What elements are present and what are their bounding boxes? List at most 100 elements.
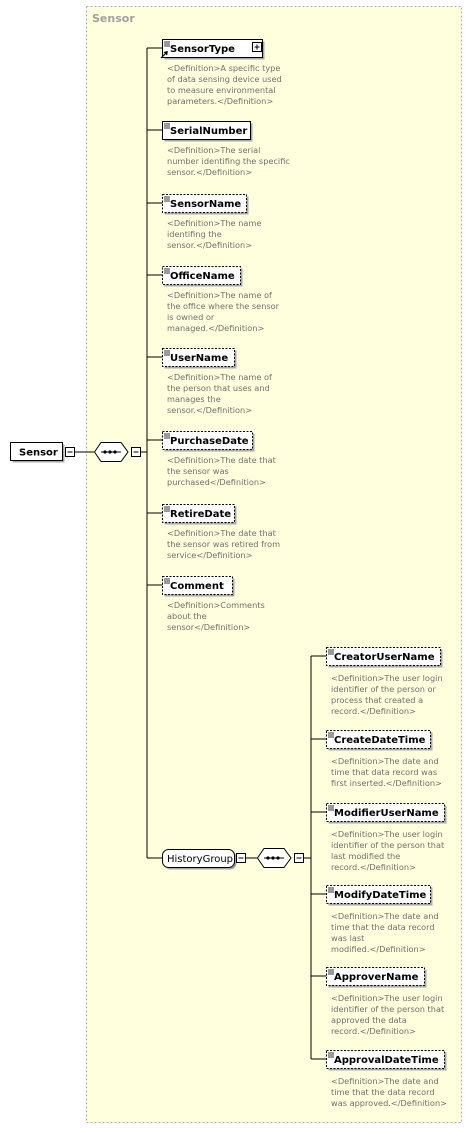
definition-line: sensor.</Definition> [167, 240, 252, 250]
element-serialnumber[interactable]: SerialNumber [162, 121, 253, 142]
definition-line: service</Definition> [167, 550, 252, 560]
definition-line: sensor</Definition> [167, 622, 250, 632]
definition-line: of data sensing device used [167, 74, 282, 84]
group-box[interactable] [162, 849, 235, 868]
element-username[interactable]: UserName [162, 348, 237, 369]
element-sensorname[interactable]: SensorName [162, 194, 249, 215]
sequence-dot [113, 450, 117, 454]
group-historygroup[interactable]: HistoryGroup [162, 849, 246, 870]
element-box[interactable] [326, 967, 425, 986]
element-creatorusername[interactable]: CreatorUserName [326, 647, 443, 668]
collapse-icon[interactable] [236, 853, 246, 863]
annotation-icon [164, 196, 170, 202]
annotation-icon [328, 887, 334, 893]
definition-line: was last [331, 933, 365, 943]
element-name: PurchaseDate [170, 436, 249, 447]
element-box[interactable] [326, 1050, 445, 1069]
element-name: ApproverName [334, 972, 419, 983]
element-name: ApprovalDateTime [334, 1055, 439, 1066]
element-name: CreateDateTime [334, 735, 426, 746]
complex-type-panel [86, 6, 462, 1123]
sequence-dot [266, 856, 270, 860]
annotation-icon [328, 1052, 334, 1058]
root-box[interactable] [10, 442, 63, 461]
element-box[interactable] [162, 266, 241, 285]
element-box[interactable] [162, 194, 247, 213]
definition-line: process that created a [331, 695, 423, 705]
definition-line: <Definition>A specific type [167, 63, 280, 73]
element-box[interactable] [326, 885, 431, 904]
element-modifydatetime[interactable]: ModifyDateTime [326, 885, 433, 906]
root-element-sensor[interactable]: Sensor [10, 442, 75, 463]
definition-line: <Definition>The date that [167, 455, 277, 465]
definition-line: record.</Definition> [331, 1026, 416, 1036]
element-box[interactable] [162, 121, 251, 140]
element-box[interactable] [162, 504, 235, 523]
definition-line: purchased</Definition> [167, 477, 266, 487]
collapse-icon[interactable] [294, 853, 304, 863]
element-box[interactable] [326, 647, 441, 666]
definition-line: the person that uses and [167, 383, 270, 393]
element-approvername[interactable]: ApproverName [326, 967, 427, 988]
definition-line: <Definition>The user login [331, 673, 443, 683]
collapse-icon[interactable] [131, 447, 141, 457]
reference-arrow-head [163, 51, 168, 56]
element-box[interactable] [326, 730, 431, 749]
element-approvaldatetime[interactable]: ApprovalDateTime [326, 1050, 447, 1071]
schema-nodes: Sensor SensorType <Definition>A specific t… [10, 39, 447, 1108]
element-officename[interactable]: OfficeName [162, 266, 243, 287]
definition-line: approved the data [331, 1015, 407, 1025]
element-box[interactable] [162, 348, 235, 367]
definition-line: time that data record was [331, 767, 437, 777]
definition-line: <Definition>The serial [167, 145, 260, 155]
annotation-icon [328, 805, 334, 811]
annotation-icon [164, 350, 170, 356]
definition-line: last modified the [331, 851, 400, 861]
definition-line: record.</Definition> [331, 862, 416, 872]
element-box[interactable] [326, 803, 445, 822]
element-purchasedate[interactable]: PurchaseDate [162, 431, 255, 452]
annotation-icon [164, 268, 170, 274]
complex-type-label: Sensor [92, 12, 135, 25]
definition-line: modified.</Definition> [331, 944, 426, 954]
definition-line: <Definition>The date and [331, 756, 439, 766]
definition-line: is owned or [167, 312, 215, 322]
definition-line: sensor.</Definition> [167, 405, 252, 415]
element-comment[interactable]: Comment [162, 576, 235, 597]
definition-line: managed.</Definition> [167, 323, 264, 333]
element-name: UserName [170, 353, 228, 364]
element-box[interactable] [162, 576, 233, 595]
element-modifierusername[interactable]: ModifierUserName [326, 803, 447, 824]
element-name: ModifyDateTime [334, 890, 427, 901]
collapse-icon[interactable] [65, 447, 75, 457]
definition-line: <Definition>The date and [331, 911, 439, 921]
definition-line: identifier of the person that [331, 1004, 445, 1014]
annotation-icon [328, 969, 334, 975]
element-box[interactable] [162, 39, 263, 58]
sequence-compositor[interactable] [256, 848, 304, 868]
expand-icon[interactable] [252, 42, 262, 52]
definition-line: parameters.</Definition> [167, 96, 273, 106]
element-sensortype[interactable]: SensorType [160, 39, 265, 60]
element-createdatetime[interactable]: CreateDateTime [326, 730, 433, 751]
element-retiredate[interactable]: RetireDate [162, 504, 237, 525]
sequence-compositor[interactable] [93, 442, 141, 462]
definition-line: sensor.</Definition> [167, 167, 252, 177]
annotation-icon [328, 649, 334, 655]
definition-line: <Definition>The date that [167, 528, 277, 538]
definition-line: identifing the [167, 229, 222, 239]
definition-line: <Definition>The date and [331, 1076, 439, 1086]
definition-line: <Definition>The name of [167, 372, 273, 382]
annotation-icon [328, 732, 334, 738]
element-box[interactable] [162, 431, 253, 450]
annotation-icon [164, 578, 170, 584]
reference-arrow-icon [160, 51, 168, 59]
